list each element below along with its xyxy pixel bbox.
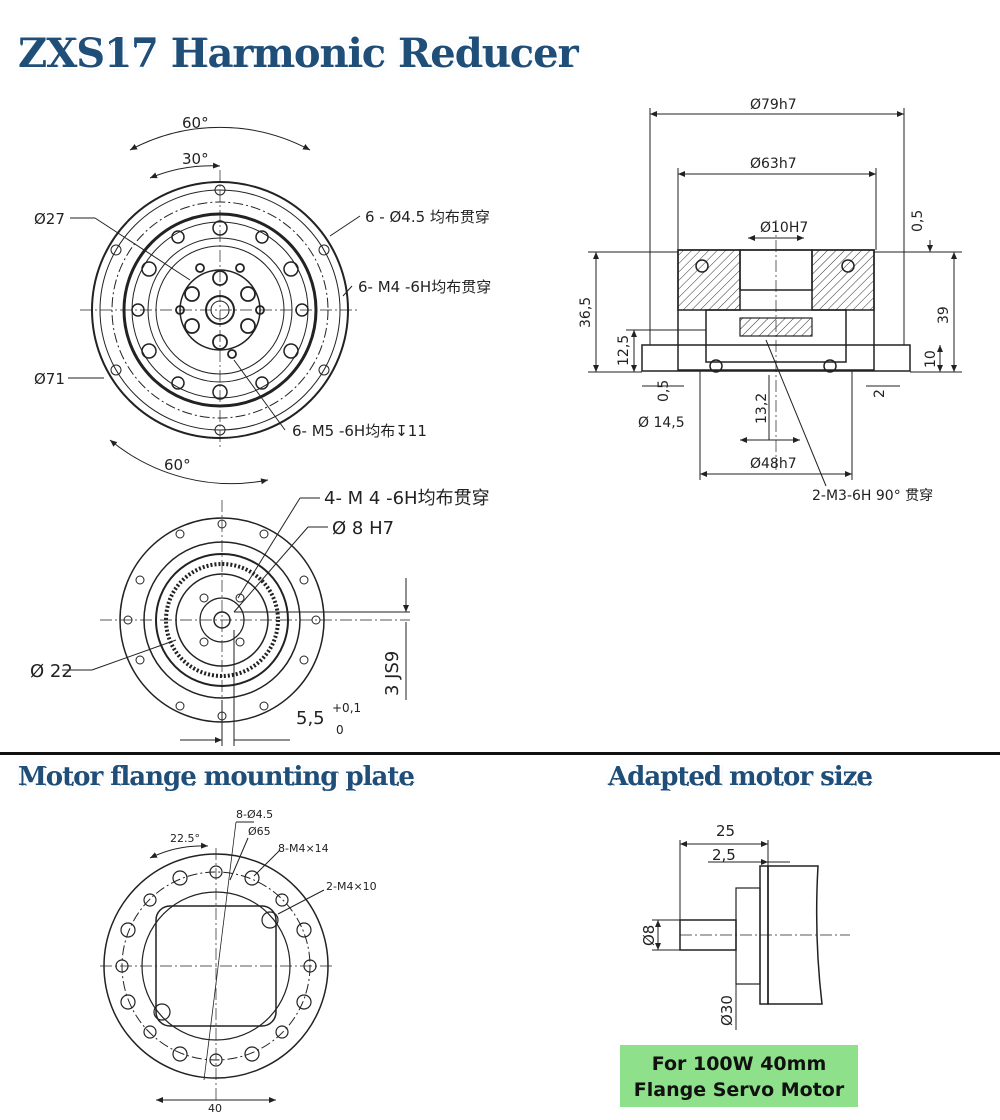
section-view [588, 108, 962, 487]
m4x10-label: 2-M4×10 [326, 880, 377, 893]
dim-36-5-label: 36,5 [578, 297, 594, 328]
mounting-plate-title: Motor flange mounting plate [18, 762, 415, 792]
dia-71-label: Ø71 [34, 370, 65, 388]
main-title: ZXS17 Harmonic Reducer [18, 30, 579, 77]
angle-60-top-label: 60° [182, 114, 209, 132]
adapted-motor-labels: 25 2,5 Ø8 Ø30 [640, 822, 736, 1026]
dia-14-5-label: Ø 14,5 [638, 415, 685, 431]
dim-25-label: 25 [716, 822, 735, 840]
m4x14-label: 8-M4×14 [278, 842, 329, 855]
dia-79-label: Ø79h7 [750, 97, 797, 113]
dim-10-label: 10 [923, 350, 939, 368]
width-40-label: 40 [208, 1102, 222, 1115]
rear-view-labels: 4- M 4 -6H均布贯穿 Ø 8 H7 Ø 22 3 JS9 5,5 +0,… [30, 488, 490, 737]
adapted-motor-title: Adapted motor size [608, 762, 873, 792]
dim-2-5-label: 2,5 [712, 846, 736, 864]
holes-8-label: 8-Ø4.5 [236, 808, 273, 821]
holes-45-label: 6 - Ø4.5 均布贯穿 [365, 208, 490, 226]
front-view [68, 126, 361, 485]
motor-note-line1: For 100W 40mm [651, 1053, 827, 1075]
section-divider [0, 752, 1000, 755]
dia-8-h7-label: Ø 8 H7 [332, 518, 394, 539]
angle-22-5-label: 22.5° [170, 832, 200, 845]
dia-10-label: Ø10H7 [760, 220, 808, 236]
holes-m5-label: 6- M5 -6H均布↧11 [292, 422, 427, 440]
dia-22-label: Ø 22 [30, 661, 73, 682]
tol-zero-label: 0 [336, 723, 344, 737]
angle-30-label: 30° [182, 150, 209, 168]
motor-note-line2: Flange Servo Motor [633, 1079, 845, 1101]
dia-63-label: Ø63h7 [750, 156, 797, 172]
dim-0-5-top-label: 0,5 [910, 210, 926, 232]
m3-note-label: 2-M3-6H 90° 贯穿 [812, 488, 933, 504]
dim-2-label: 2 [872, 389, 888, 398]
mounting-plate-drawing [100, 821, 332, 1103]
m4-note-label: 4- M 4 -6H均布贯穿 [324, 488, 490, 509]
dia-8-label: Ø8 [640, 925, 658, 946]
dia-27-label: Ø27 [34, 210, 65, 228]
rear-view [62, 497, 410, 746]
dim-13-2-label: 13,2 [754, 393, 770, 424]
adapted-motor-drawing [652, 840, 850, 1030]
motor-note-box: For 100W 40mm Flange Servo Motor [620, 1045, 858, 1107]
js9-label: 3 JS9 [382, 651, 403, 696]
angle-60-bottom-label: 60° [164, 456, 191, 474]
dia-48-label: Ø48h7 [750, 456, 797, 472]
section-view-labels: Ø79h7 Ø63h7 Ø10H7 0,5 36,5 39 12,5 10 0,… [578, 97, 952, 504]
dim-5-5-label: 5,5 [296, 708, 325, 729]
tol-plus-label: +0,1 [332, 701, 361, 715]
dia-30-label: Ø30 [718, 995, 736, 1026]
dia-65-label: Ø65 [248, 825, 271, 838]
holes-m4-label: 6- M4 -6H均布贯穿 [358, 278, 491, 296]
mounting-plate-labels: 8-Ø4.5 Ø65 8-M4×14 22.5° 2-M4×10 40 [170, 808, 377, 1115]
dim-12-5-label: 12,5 [616, 335, 632, 366]
dim-0-5-bottom-label: 0,5 [656, 380, 672, 402]
front-view-labels: 60° 30° 60° Ø27 Ø71 6 - Ø4.5 均布贯穿 6- M4 … [34, 114, 491, 474]
dim-39-label: 39 [936, 306, 952, 324]
